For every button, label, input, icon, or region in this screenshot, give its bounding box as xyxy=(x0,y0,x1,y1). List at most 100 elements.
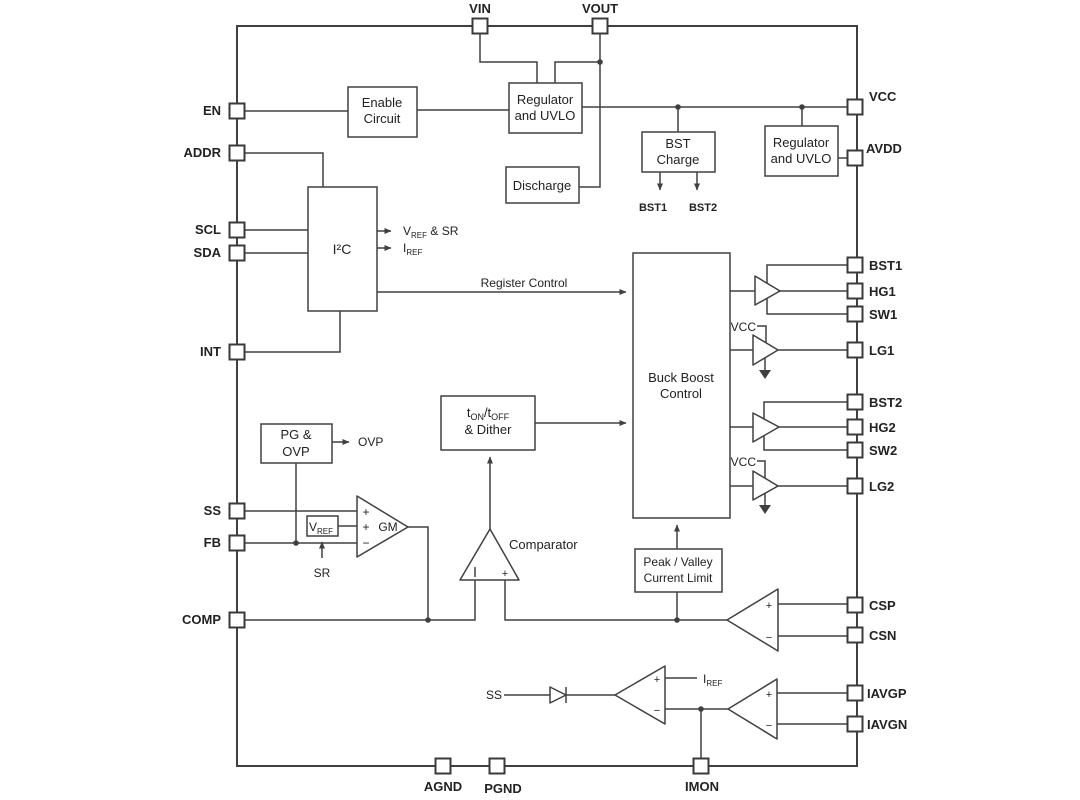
junction-dot xyxy=(425,617,431,623)
wire-comp-net xyxy=(244,580,476,621)
pin-csn xyxy=(846,626,864,644)
pin-pgnd xyxy=(488,757,506,775)
wire-vcc-lg1drv xyxy=(757,325,767,343)
pin-int xyxy=(228,343,246,361)
pin-label-int: INT xyxy=(200,344,221,359)
pin-label-hg1: HG1 xyxy=(869,284,896,299)
iref-clamp-label: IREF xyxy=(703,672,722,688)
gm-amp-triangle xyxy=(356,495,409,558)
pwm-comparator: + Comparator xyxy=(459,528,578,581)
cs-amp-plus: + xyxy=(766,600,772,612)
pin-label-agnd: AGND xyxy=(424,779,462,794)
block-i2c: I²C xyxy=(307,186,378,312)
comparator-plus-input: + xyxy=(502,568,508,580)
ton-toff-label-2: & Dither xyxy=(465,422,513,437)
pin-label-fb: FB xyxy=(204,535,221,550)
current-sense-amplifier: + − xyxy=(726,588,779,652)
pin-bst1 xyxy=(846,256,864,274)
pin-sw1 xyxy=(846,305,864,323)
junction-dot xyxy=(675,104,681,110)
peak-valley-label-2: Current Limit xyxy=(644,571,713,585)
regulator-uvlo-label-2: and UVLO xyxy=(515,108,576,123)
peak-valley-label-1: Peak / Valley xyxy=(643,555,712,569)
iavg-amp-triangle xyxy=(727,678,778,740)
block-regulator-uvlo-main: Regulator and UVLO xyxy=(508,82,583,134)
pin-label-sw1: SW1 xyxy=(869,307,897,322)
pin-addr xyxy=(228,144,246,162)
ic-boundary xyxy=(236,25,858,767)
wires xyxy=(244,33,848,759)
clamp-amp-minus: − xyxy=(654,705,660,717)
pin-label-en: EN xyxy=(203,103,221,118)
discharge-box xyxy=(505,166,580,204)
pin-sda xyxy=(228,244,246,262)
hg1-driver-triangle xyxy=(754,275,781,306)
pin-iavgn xyxy=(846,715,864,733)
wire-sw2-net xyxy=(763,436,848,451)
pin-sw2 xyxy=(846,441,864,459)
gm-plus2: + xyxy=(362,520,369,534)
pin-label-vcc: VCC xyxy=(869,89,897,104)
bst-charge-label-1: BST xyxy=(665,136,690,151)
vcc-driver2-label: VCC xyxy=(731,455,757,469)
pin-hg1 xyxy=(846,282,864,300)
ovp-label: OVP xyxy=(358,435,383,449)
bst-charge-box xyxy=(641,131,716,173)
pin-label-lg2: LG2 xyxy=(869,479,894,494)
pin-imon xyxy=(692,757,710,775)
pins: VIN VOUT EN ADDR SCL SDA INT SS FB COMP … xyxy=(182,1,907,796)
regulator-uvlo-label-1: Regulator xyxy=(517,92,574,107)
vcc-driver1-label: VCC xyxy=(731,320,757,334)
ton-toff-box xyxy=(440,395,536,451)
iref-label: IREF xyxy=(403,241,422,257)
pin-hg2 xyxy=(846,418,864,436)
lg2-driver-triangle xyxy=(752,470,779,501)
hg2-driver-triangle xyxy=(752,412,780,443)
bst-charge-label-2: Charge xyxy=(657,152,700,167)
pin-fb xyxy=(228,534,246,552)
block-pg-ovp: PG & OVP xyxy=(260,423,333,464)
wire-i2c-to-int xyxy=(244,311,341,353)
gm-minus: − xyxy=(362,536,369,550)
junction-dot xyxy=(293,540,299,546)
pg-ovp-label-1: PG & xyxy=(280,427,311,442)
discharge-label: Discharge xyxy=(513,178,572,193)
block-discharge: Discharge xyxy=(505,166,580,204)
cs-amp-minus: − xyxy=(766,632,772,644)
iavg-amplifier: + − xyxy=(727,678,778,740)
ground-icon xyxy=(759,505,771,514)
pin-label-avdd: AVDD xyxy=(866,141,902,156)
wire-bst2-net xyxy=(763,401,848,419)
pin-vin xyxy=(471,17,489,35)
register-control-label: Register Control xyxy=(481,276,568,290)
block-ton-toff-dither: tON/tOFF & Dither xyxy=(440,395,536,451)
pin-label-csp: CSP xyxy=(869,598,896,613)
vref-label: VREF xyxy=(309,520,333,536)
pin-label-ss: SS xyxy=(204,503,222,518)
pin-label-hg2: HG2 xyxy=(869,420,896,435)
bstcharge-out-label-2: BST2 xyxy=(689,202,717,214)
bstcharge-out-label-1: BST1 xyxy=(639,202,667,214)
enable-circuit-label-2: Circuit xyxy=(364,111,401,126)
pin-label-scl: SCL xyxy=(195,222,221,237)
ton-toff-label-1: tON/tOFF xyxy=(467,405,510,422)
pin-label-lg1: LG1 xyxy=(869,343,894,358)
pin-label-vout: VOUT xyxy=(582,1,618,16)
pin-label-iavgp: IAVGP xyxy=(867,686,907,701)
block-buck-boost-control: Buck Boost Control xyxy=(632,252,731,519)
block-vref: VREF xyxy=(306,515,339,537)
pin-lg1 xyxy=(846,341,864,359)
sr-label: SR xyxy=(314,566,331,580)
iavg-amp-minus: − xyxy=(766,720,772,732)
junction-dot xyxy=(674,617,680,623)
wire-current-sense-net xyxy=(504,580,727,621)
pin-label-imon: IMON xyxy=(685,779,719,794)
pin-vout xyxy=(591,17,609,35)
wire-vin-to-regulator xyxy=(479,33,538,83)
pin-label-bst2: BST2 xyxy=(869,395,902,410)
vref-box xyxy=(306,515,339,537)
pin-label-sw2: SW2 xyxy=(869,443,897,458)
regulator-uvlo-avdd-label-1: Regulator xyxy=(773,135,830,150)
pin-label-addr: ADDR xyxy=(183,145,221,160)
